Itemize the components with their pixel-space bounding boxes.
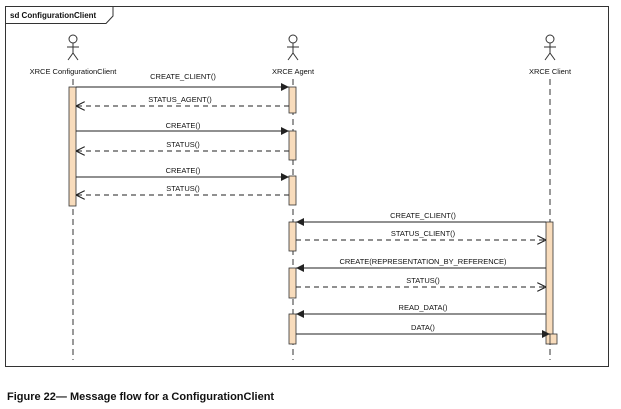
activation-bar [288, 86, 297, 114]
frame-title-tab [5, 6, 114, 24]
activation-bar [288, 175, 297, 206]
stick-figure-icon [544, 34, 556, 61]
activation-bar-nested [549, 333, 558, 345]
message-label: CREATE_CLIENT() [150, 72, 216, 81]
activation-bar [288, 130, 297, 161]
message: STATUS() [76, 140, 289, 151]
actor-configuration-client: XRCE ConfigurationClient [30, 34, 118, 76]
message-label: STATUS_AGENT() [148, 95, 212, 104]
message: CREATE() [76, 166, 289, 181]
message-label: CREATE_CLIENT() [390, 211, 456, 220]
diagram-frame [5, 6, 609, 367]
actor-client: XRCE Client [529, 34, 572, 76]
actor-label: XRCE Client [529, 67, 572, 76]
activation-bar [545, 221, 554, 345]
message-label: READ_DATA() [399, 303, 448, 312]
message: DATA() [296, 323, 550, 338]
activation-bar [288, 313, 297, 345]
message-label: DATA() [411, 323, 435, 332]
message: STATUS() [296, 276, 546, 287]
message: CREATE() [76, 121, 289, 135]
actor-agent: XRCE Agent [272, 34, 315, 76]
actor-label: XRCE Agent [272, 67, 315, 76]
activation-bar [288, 267, 297, 299]
message: CREATE_CLIENT() [76, 72, 289, 91]
frame-title: sd ConfigurationClient [10, 11, 97, 20]
message: CREATE_CLIENT() [296, 211, 546, 226]
stick-figure-icon [287, 34, 299, 61]
message-label: CREATE(REPRESENTATION_BY_REFERENCE) [339, 257, 507, 266]
stick-figure-icon [67, 34, 79, 61]
message-label: STATUS() [166, 184, 200, 193]
activation-bar [68, 86, 77, 207]
message: STATUS() [76, 184, 289, 195]
message: READ_DATA() [296, 303, 546, 318]
message: CREATE(REPRESENTATION_BY_REFERENCE) [296, 257, 546, 272]
message: STATUS_AGENT() [76, 95, 289, 106]
figure-caption: Figure 22— Message flow for a Configurat… [7, 391, 275, 403]
actor-label: XRCE ConfigurationClient [30, 67, 118, 76]
message-label: STATUS() [406, 276, 440, 285]
message: STATUS_CLIENT() [296, 229, 546, 240]
message-label: CREATE() [166, 121, 201, 130]
message-label: STATUS_CLIENT() [391, 229, 456, 238]
message-label: CREATE() [166, 166, 201, 175]
activation-bar [288, 221, 297, 252]
message-label: STATUS() [166, 140, 200, 149]
